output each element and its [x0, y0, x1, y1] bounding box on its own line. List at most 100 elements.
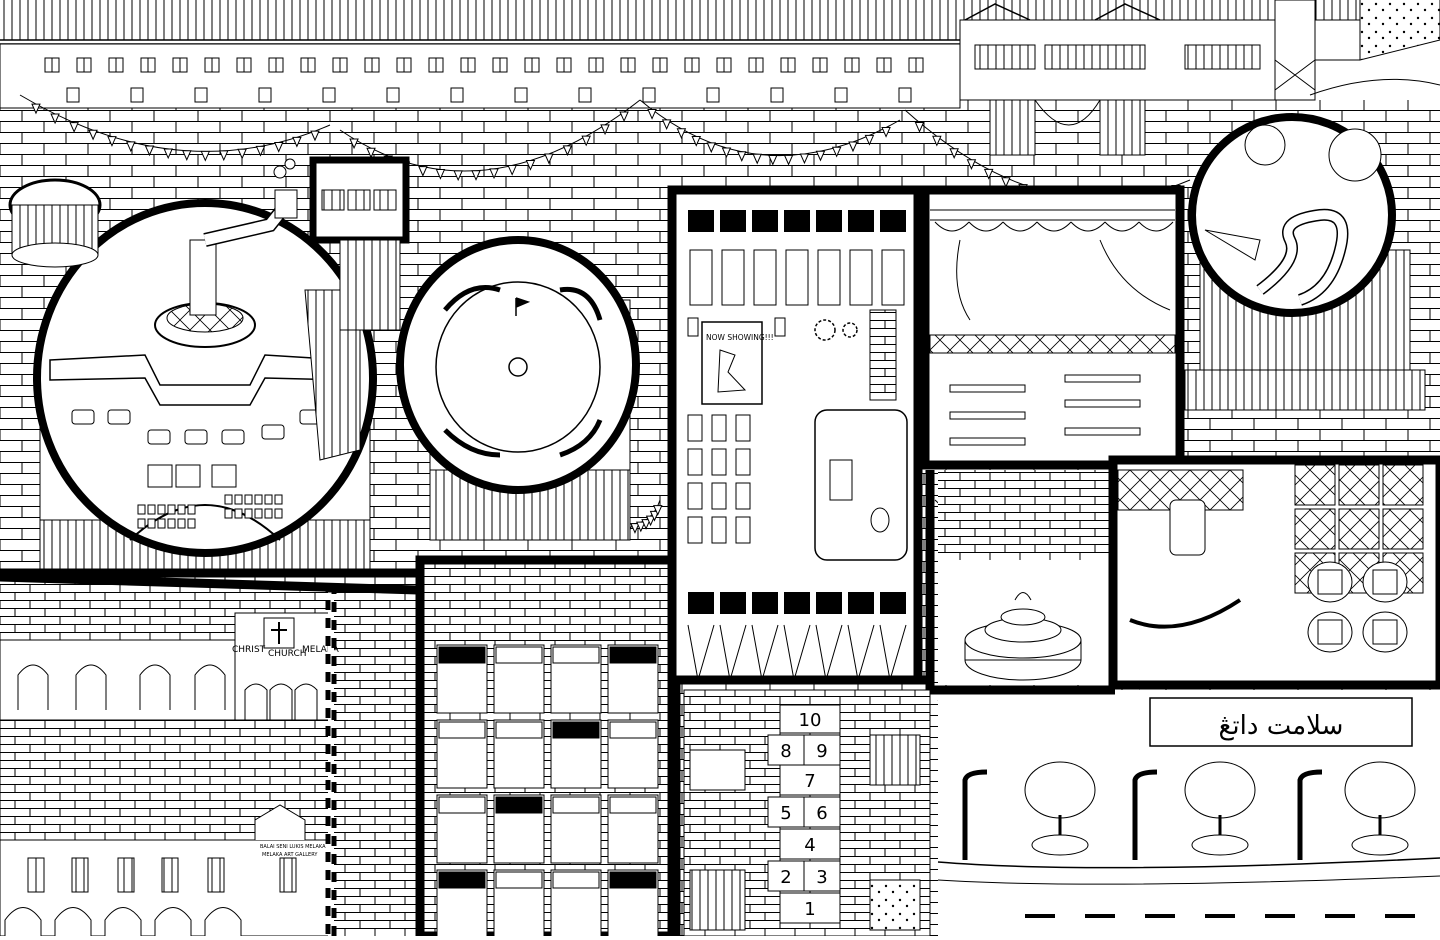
seat: [224, 494, 233, 505]
bunting-flag: [641, 519, 651, 530]
arch-window: [194, 664, 226, 710]
drape-swag: [1036, 221, 1072, 232]
arch-window: [75, 664, 107, 710]
bunting-flag: [163, 148, 173, 160]
chair: [221, 429, 245, 445]
cross-icon: [271, 622, 287, 644]
screen-panel: [753, 249, 777, 306]
bunting-flag: [88, 129, 98, 141]
bunting-flag: [366, 147, 376, 159]
arch-window: [17, 664, 49, 710]
bunting-flag: [636, 521, 646, 533]
bunting-flag: [507, 165, 517, 176]
arch-door: [244, 683, 268, 720]
bunting-flag: [562, 145, 573, 157]
seat: [157, 504, 166, 515]
bench: [1064, 427, 1141, 436]
seat: [187, 518, 196, 529]
facade-window: [386, 87, 400, 103]
road-dash: [1265, 914, 1295, 918]
chair: [147, 429, 171, 445]
bunting-flag: [310, 130, 320, 142]
pattern-tile: [1338, 508, 1380, 550]
cinema-seat: [711, 448, 727, 476]
facade-window: [834, 87, 848, 103]
film-banner: [720, 210, 746, 232]
film-banner: [816, 592, 842, 614]
kiosk-box: [309, 156, 410, 331]
seat: [137, 518, 146, 529]
seat: [137, 504, 146, 515]
seat: [244, 508, 253, 519]
bunting-flag: [691, 135, 702, 147]
screen-panel: [881, 249, 905, 306]
hopscotch-number: 8: [780, 741, 791, 762]
hopscotch-cell: [779, 892, 841, 924]
bunting-flag: [752, 153, 762, 165]
bench: [949, 411, 1026, 420]
film-banner: [688, 210, 714, 232]
bunting-flag: [706, 142, 717, 154]
cinema-seat: [711, 414, 727, 442]
bunting-flag: [949, 148, 959, 159]
road-dash: [1025, 914, 1055, 918]
food-court-dome: [33, 195, 377, 571]
market-stalls: [415, 555, 677, 940]
chair: [184, 429, 208, 445]
arch-door: [294, 683, 318, 720]
church-sign-2: CHURCH: [268, 649, 307, 659]
bunting-flag: [349, 138, 359, 150]
hopscotch-cell: [779, 704, 841, 734]
bunting-flag: [292, 136, 302, 148]
tree-planter: [1191, 834, 1249, 856]
bunting-flag: [1001, 177, 1011, 188]
cinema-seat: [687, 448, 703, 476]
pattern-tile: [1294, 464, 1336, 506]
facade-window: [898, 87, 912, 103]
top-facade: [0, 0, 1440, 156]
film-banner: [752, 210, 778, 232]
bunting-flag: [653, 505, 663, 516]
cinema-seat: [687, 482, 703, 510]
hopscotch-number: 9: [816, 741, 827, 762]
bench: [949, 384, 1026, 393]
facade-window: [514, 87, 528, 103]
bench: [1064, 374, 1141, 383]
small-pavilion: [8, 178, 102, 268]
gear-icon: [814, 319, 836, 341]
speaker-icon: [687, 317, 699, 337]
facade-window: [322, 87, 336, 103]
road-dash: [1325, 914, 1355, 918]
hopscotch-cell: [803, 796, 841, 828]
screen-panel: [721, 249, 745, 306]
seat: [264, 494, 273, 505]
hopscotch-number: 1: [804, 899, 815, 920]
chair: [107, 409, 131, 425]
cinema-seat: [735, 482, 751, 510]
bunting-flag: [255, 145, 266, 157]
arch-door: [269, 683, 293, 720]
bunting-flag: [107, 136, 117, 147]
facade-window: [258, 87, 272, 103]
bunting-flag: [932, 135, 942, 147]
seat: [187, 504, 196, 515]
bunting-flag: [237, 148, 247, 160]
hopscotch-number: 2: [780, 867, 791, 888]
seat: [274, 508, 283, 519]
bunting-flag: [581, 135, 591, 147]
now-showing-poster-text: NOW SHOWING!!!: [706, 333, 774, 342]
bunting-flag: [815, 150, 826, 162]
stage-hall: [920, 185, 1185, 470]
chair: [71, 409, 95, 425]
cinema-seat: [735, 516, 751, 544]
facade-window: [194, 87, 208, 103]
hopscotch-cell: [767, 796, 805, 828]
bunting-flag: [182, 150, 192, 161]
facade-window: [578, 87, 592, 103]
seat: [177, 504, 186, 515]
church-sign-1: CHRIST: [232, 645, 266, 655]
church-sign-3: MELAKA: [302, 645, 340, 655]
seat: [234, 508, 243, 519]
